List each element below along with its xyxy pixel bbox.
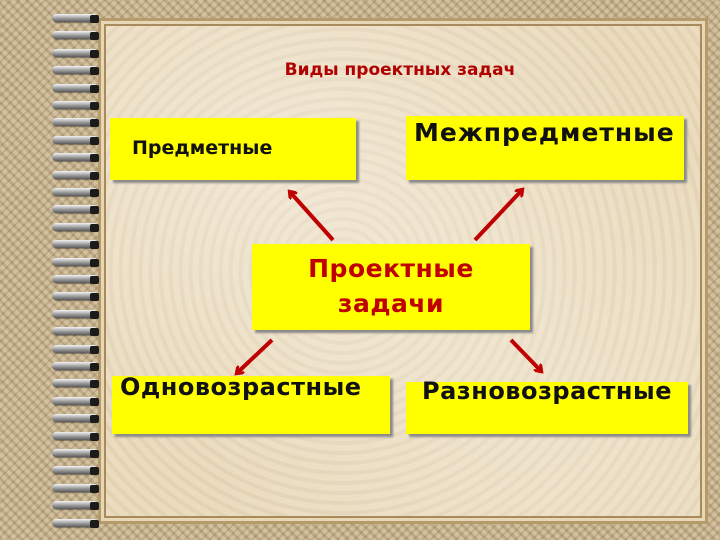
spiral-ring	[52, 83, 98, 92]
node-interdisciplinary-label: Межпредметные	[414, 118, 675, 147]
spiral-ring	[52, 31, 98, 40]
spiral-hole	[90, 363, 99, 371]
spiral-ring	[52, 153, 98, 162]
spiral-ring	[52, 101, 98, 109]
spiral-hole	[90, 415, 99, 424]
arrow-to-bottom-left	[237, 338, 274, 373]
spiral-ring	[52, 222, 98, 231]
spiral-hole	[90, 241, 99, 250]
node-interdisciplinary: Межпредметные	[406, 116, 684, 180]
arrow-to-top-left	[290, 192, 335, 242]
spiral-ring	[52, 466, 98, 475]
spiral-hole	[90, 293, 99, 302]
node-same-age-label: Одновозрастные	[120, 373, 362, 401]
spiral-ring	[52, 501, 98, 510]
spiral-ring	[52, 414, 98, 423]
node-subject-label: Предметные	[132, 137, 273, 159]
arrow-to-bottom-right	[509, 338, 541, 371]
spiral-hole	[90, 467, 99, 476]
spiral-ring	[52, 327, 98, 336]
spiral-ring	[52, 449, 98, 457]
spiral-ring	[52, 14, 98, 22]
spiral-ring	[52, 240, 98, 249]
spiral-hole	[90, 223, 99, 232]
spiral-ring	[52, 431, 98, 440]
spiral-hole	[90, 102, 99, 110]
spiral-hole	[90, 15, 99, 23]
node-subject: Предметные	[110, 118, 356, 180]
spiral-hole	[90, 67, 99, 76]
node-mixed-age-label: Разновозрастные	[422, 377, 672, 405]
spiral-hole	[90, 84, 99, 93]
spiral-hole	[90, 136, 99, 145]
spiral-hole	[90, 310, 99, 319]
spiral-ring	[52, 205, 98, 214]
spiral-ring	[52, 518, 98, 527]
spiral-ring	[52, 362, 98, 370]
spiral-hole	[90, 519, 99, 528]
spiral-hole	[90, 258, 99, 267]
spiral-hole	[90, 119, 99, 128]
spiral-hole	[90, 206, 99, 215]
diagram-title: Виды проектных задач	[284, 60, 516, 80]
spiral-hole	[90, 32, 99, 41]
spiral-hole	[90, 380, 99, 389]
spiral-ring	[52, 48, 98, 57]
spiral-hole	[90, 276, 99, 284]
spiral-hole	[90, 189, 99, 197]
spiral-ring	[52, 379, 98, 388]
spiral-hole	[90, 49, 99, 58]
spiral-binding	[52, 6, 104, 534]
spiral-ring	[52, 275, 98, 283]
spiral-ring	[52, 257, 98, 266]
spiral-ring	[52, 309, 98, 318]
spiral-hole	[90, 397, 99, 406]
parchment-background	[98, 18, 708, 524]
spiral-hole	[90, 154, 99, 163]
spiral-ring	[52, 188, 98, 196]
spiral-ring	[52, 292, 98, 301]
node-center-label: Проектные задачи	[308, 254, 474, 318]
spiral-ring	[52, 344, 98, 353]
spiral-hole	[90, 450, 99, 458]
spiral-hole	[90, 328, 99, 337]
spiral-ring	[52, 66, 98, 75]
node-mixed-age: Разновозрастные	[406, 377, 688, 434]
arrow-to-top-right	[473, 190, 522, 242]
spiral-ring	[52, 396, 98, 405]
node-same-age: Одновозрастные	[112, 373, 390, 434]
spiral-hole	[90, 432, 99, 441]
spiral-hole	[90, 502, 99, 511]
spiral-hole	[90, 484, 99, 493]
spiral-hole	[90, 345, 99, 354]
spiral-ring	[52, 135, 98, 144]
spiral-ring	[52, 170, 98, 179]
node-center-project-tasks: Проектные задачи	[252, 244, 530, 330]
spiral-ring	[52, 483, 98, 492]
spiral-ring	[52, 118, 98, 127]
spiral-hole	[90, 171, 99, 180]
